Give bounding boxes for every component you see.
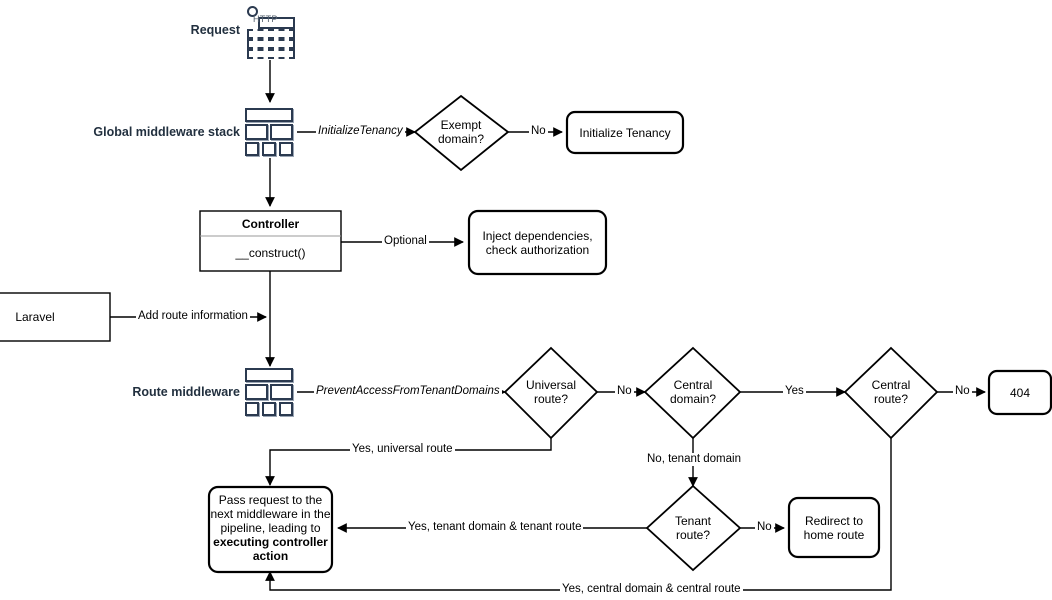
shape-tenant-route <box>645 484 742 572</box>
http-icon-dash-row-1 <box>247 29 295 39</box>
stack-row3-box2 <box>262 402 276 416</box>
edge-yes-universal-route <box>265 438 552 486</box>
http-icon-label: HTTP <box>253 14 278 24</box>
stack-row3-box1 <box>245 142 259 156</box>
edge-yes-central-domain-central-route <box>265 438 892 591</box>
stack-row3-box3 <box>279 142 293 156</box>
stack-row2-box1 <box>245 384 268 400</box>
global-middleware-stack-icon <box>245 108 295 156</box>
stack-row3-box2 <box>262 142 276 156</box>
shape-inject-dependencies <box>467 209 608 276</box>
http-icon-dash-row-3 <box>247 49 295 59</box>
shape-initialize-tenancy <box>565 110 685 155</box>
shape-central-domain <box>643 346 742 440</box>
shape-central-route <box>843 346 939 440</box>
stack-row3-box1 <box>245 402 259 416</box>
http-icon-header-bar <box>258 17 295 29</box>
http-icon-dash-row-2 <box>247 39 295 49</box>
stack-row1-box1 <box>245 108 293 122</box>
shape-controller <box>199 210 342 272</box>
shape-universal-route <box>503 346 599 440</box>
http-request-icon <box>247 4 295 59</box>
shape-exempt-domain <box>413 94 510 172</box>
stack-row2-box2 <box>270 124 293 140</box>
shape-laravel <box>0 292 111 342</box>
stack-row2-box1 <box>245 124 268 140</box>
stack-row3-box3 <box>279 402 293 416</box>
stack-row1-box1 <box>245 368 293 382</box>
route-middleware-stack-icon <box>245 368 295 416</box>
http-icon-circle <box>247 6 258 17</box>
shape-pass-request <box>207 485 334 574</box>
shape-404 <box>987 369 1052 416</box>
shape-redirect-home <box>787 496 881 559</box>
stack-row2-box2 <box>270 384 293 400</box>
